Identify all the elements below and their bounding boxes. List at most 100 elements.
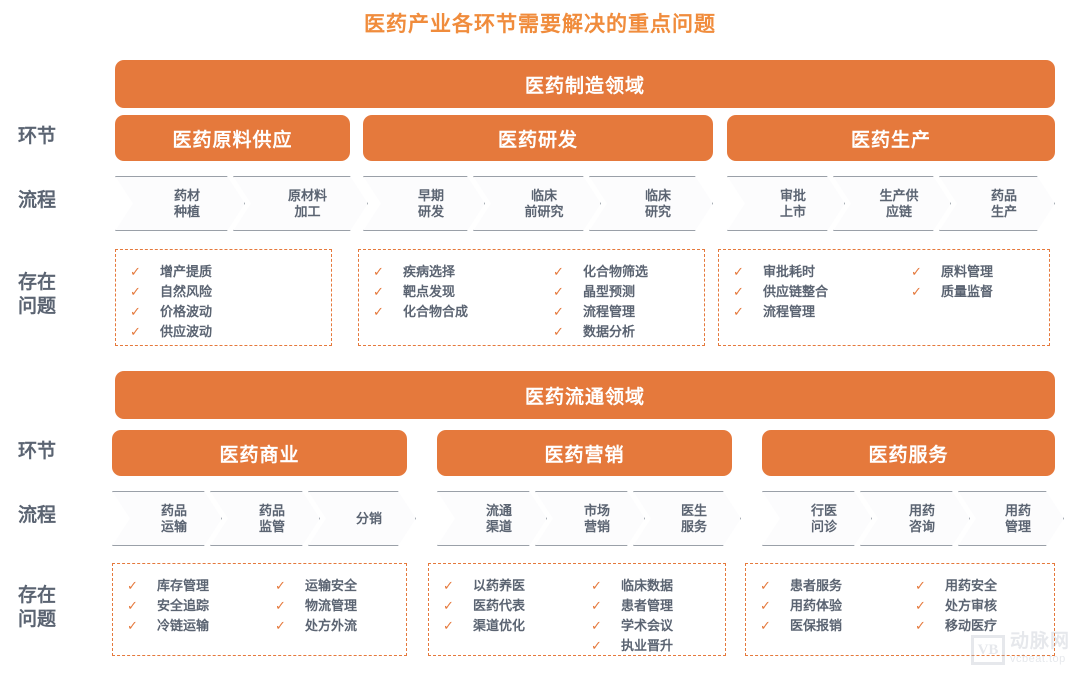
problem-item: ✓ 化合物合成 <box>373 302 553 321</box>
check-icon: ✓ <box>760 578 771 593</box>
watermark-name-cn: 动脉网 <box>1009 631 1070 652</box>
process-step-label: 临床 研究 <box>644 187 671 219</box>
problem-label: 化合物筛选 <box>583 264 649 279</box>
category-bar-commerce[interactable]: 医药商业 <box>112 430 407 476</box>
category-bar-service[interactable]: 医药服务 <box>762 430 1055 476</box>
problem-column: ✓ 用药安全 ✓ 处方审核 ✓ 移动医疗 <box>915 576 997 647</box>
process-step[interactable]: 药品 运输 <box>112 491 222 546</box>
problem-column: ✓ 患者服务 ✓ 用药体验 ✓ 医保报销 <box>760 576 915 647</box>
problem-label: 数据分析 <box>583 324 636 339</box>
check-icon: ✓ <box>130 304 141 319</box>
check-icon: ✓ <box>373 264 384 279</box>
check-icon: ✓ <box>130 284 141 299</box>
check-icon: ✓ <box>915 618 926 633</box>
problem-column: ✓ 以药养医 ✓ 医药代表 ✓ 渠道优化 <box>443 576 591 647</box>
check-icon: ✓ <box>443 598 454 613</box>
process-step[interactable]: 流通 渠道 <box>437 491 547 546</box>
process-step[interactable]: 早期 研发 <box>363 176 485 231</box>
check-icon: ✓ <box>127 578 138 593</box>
category-bar-production[interactable]: 医药生产 <box>727 115 1055 161</box>
process-step[interactable]: 原材料 加工 <box>233 176 368 231</box>
check-icon: ✓ <box>373 304 384 319</box>
process-step[interactable]: 生产供 应链 <box>833 176 951 231</box>
problem-item: ✓ 处方外流 <box>275 616 357 635</box>
problem-label: 渠道优化 <box>473 618 526 633</box>
problem-label: 医保报销 <box>790 618 843 633</box>
problem-label: 化合物合成 <box>403 304 469 319</box>
problem-item: ✓ 渠道优化 <box>443 616 591 635</box>
row-label-problem-1-line1: 存在 <box>18 272 57 293</box>
problem-item: ✓ 物流管理 <box>275 596 357 615</box>
problem-label: 价格波动 <box>160 304 213 319</box>
problem-box-raw-material: ✓ 增产提质 ✓ 自然风险 ✓ 价格波动 ✓ 供应波动 <box>115 249 332 346</box>
process-step[interactable]: 临床 前研究 <box>473 176 601 231</box>
row-label-problem-2-line2: 问题 <box>18 609 57 630</box>
problem-item: ✓ 库存管理 <box>127 576 275 595</box>
page-title: 医药产业各环节需要解决的重点问题 <box>364 13 716 36</box>
problem-label: 供应波动 <box>160 324 213 339</box>
domain-bar-distribution[interactable]: 医药流通领域 <box>115 371 1055 419</box>
problem-column: ✓ 增产提质 ✓ 自然风险 ✓ 价格波动 ✓ 供应波动 <box>130 262 213 339</box>
problem-item: ✓ 冷链运输 <box>127 616 275 635</box>
process-step[interactable]: 行医 问诊 <box>762 491 872 546</box>
check-icon: ✓ <box>275 578 286 593</box>
check-icon: ✓ <box>911 284 922 299</box>
problem-item: ✓ 流程管理 <box>733 302 911 321</box>
problem-item: ✓ 数据分析 <box>553 322 648 341</box>
problem-item: ✓ 审批耗时 <box>733 262 911 281</box>
row-label-problem-1-line2: 问题 <box>18 296 57 317</box>
problem-label: 晶型预测 <box>583 284 636 299</box>
row-label-stage-1: 环节 <box>18 126 57 147</box>
process-chevrons-service: 行医 问诊 用药 咨询 用药 管理 <box>762 491 1057 546</box>
category-bar-rnd[interactable]: 医药研发 <box>363 115 713 161</box>
problem-item: ✓ 自然风险 <box>130 282 212 301</box>
problem-label: 靶点发现 <box>403 284 456 299</box>
watermark-logo-icon: VB <box>970 635 1005 665</box>
row-label-problem-2-line1: 存在 <box>18 585 57 606</box>
check-icon: ✓ <box>911 264 922 279</box>
process-step-label: 用药 咨询 <box>908 502 935 534</box>
problem-label: 学术会议 <box>621 618 674 633</box>
check-icon: ✓ <box>443 618 454 633</box>
problem-label: 供应链整合 <box>763 284 829 299</box>
category-bar-marketing[interactable]: 医药营销 <box>437 430 732 476</box>
process-step[interactable]: 用药 管理 <box>958 491 1064 546</box>
process-step[interactable]: 药材 种植 <box>115 176 245 231</box>
problem-item: ✓ 学术会议 <box>591 616 673 635</box>
check-icon: ✓ <box>553 284 564 299</box>
process-step-label: 药材 种植 <box>173 187 200 219</box>
problem-label: 流程管理 <box>583 304 636 319</box>
check-icon: ✓ <box>915 578 926 593</box>
process-step[interactable]: 审批 上市 <box>727 176 845 231</box>
process-step[interactable]: 分销 <box>308 491 416 546</box>
process-step[interactable]: 用药 咨询 <box>860 491 970 546</box>
process-step[interactable]: 医生 服务 <box>633 491 741 546</box>
process-step-label: 药品 监管 <box>258 502 285 534</box>
problem-label: 审批耗时 <box>763 264 816 279</box>
process-step[interactable]: 临床 研究 <box>589 176 713 231</box>
domain-bar-manufacturing[interactable]: 医药制造领域 <box>115 60 1055 108</box>
check-icon: ✓ <box>443 578 454 593</box>
row-label-process-1: 流程 <box>18 190 57 211</box>
problem-label: 原料管理 <box>941 264 994 279</box>
problem-column: ✓ 运输安全 ✓ 物流管理 ✓ 处方外流 <box>275 576 357 647</box>
process-step-label: 分销 <box>355 510 382 526</box>
problem-item: ✓ 患者服务 <box>760 576 915 595</box>
process-step-label: 药品 生产 <box>990 187 1017 219</box>
process-step[interactable]: 药品 生产 <box>939 176 1055 231</box>
category-bar-raw-material[interactable]: 医药原料供应 <box>115 115 350 161</box>
check-icon: ✓ <box>373 284 384 299</box>
problem-label: 冷链运输 <box>157 618 210 633</box>
process-step[interactable]: 药品 监管 <box>210 491 320 546</box>
check-icon: ✓ <box>130 264 141 279</box>
problem-item: ✓ 用药体验 <box>760 596 915 615</box>
problem-item: ✓ 以药养医 <box>443 576 591 595</box>
process-step[interactable]: 市场 营销 <box>535 491 645 546</box>
check-icon: ✓ <box>915 598 926 613</box>
problem-item: ✓ 移动医疗 <box>915 616 997 635</box>
process-step-label: 审批 上市 <box>779 187 806 219</box>
process-chevrons-commerce: 药品 运输 药品 监管 分销 <box>112 491 412 546</box>
check-icon: ✓ <box>733 304 744 319</box>
check-icon: ✓ <box>275 618 286 633</box>
